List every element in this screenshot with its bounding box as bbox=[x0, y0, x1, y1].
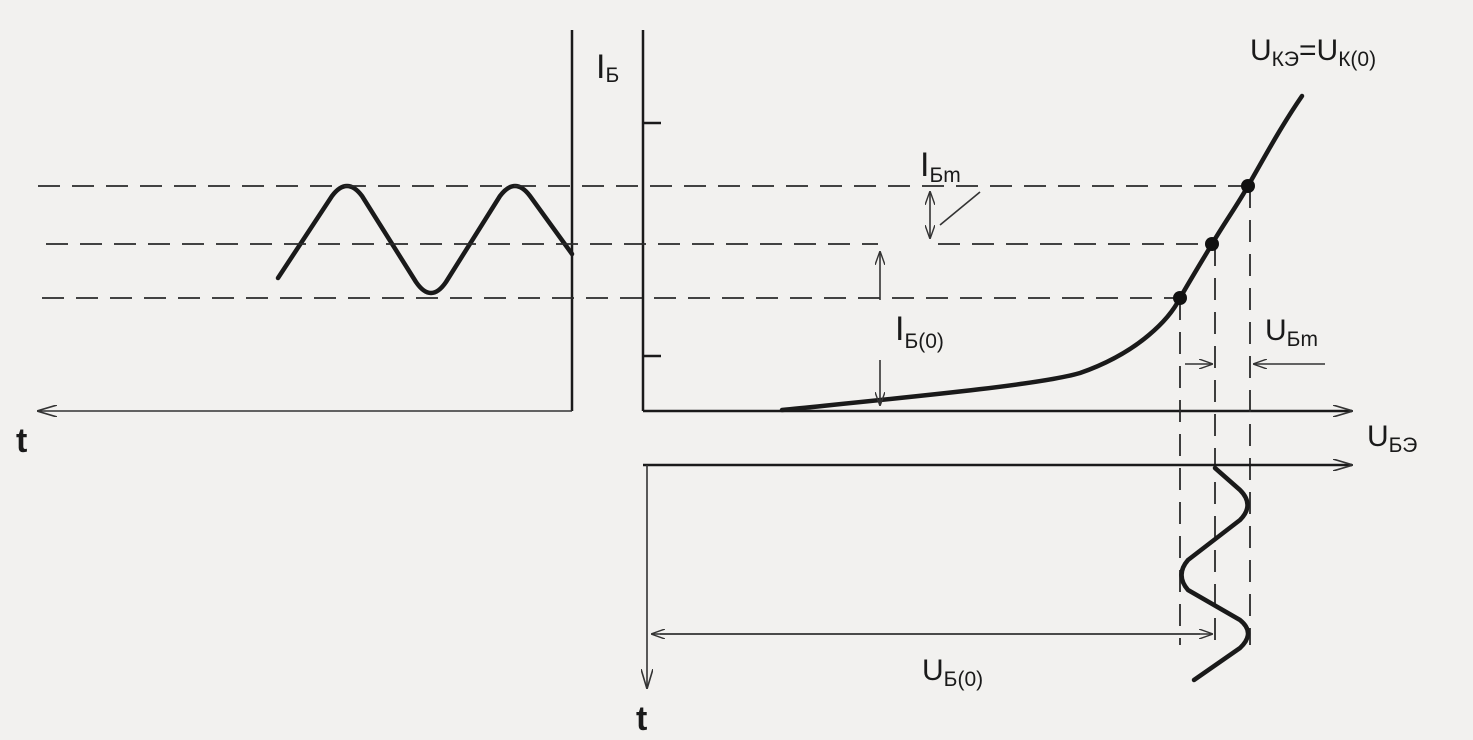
operating-point-max bbox=[1241, 179, 1255, 193]
ubm-label: UБm bbox=[1265, 314, 1318, 351]
left-time-label: t bbox=[16, 422, 27, 460]
ibm-label: IБm bbox=[920, 146, 961, 187]
bottom-time-label: t bbox=[636, 700, 647, 738]
ibm-leader-line bbox=[939, 191, 981, 226]
input-characteristic-curve bbox=[779, 93, 1305, 413]
ub0-label: UБ(0) bbox=[922, 654, 983, 691]
operating-point-min bbox=[1173, 291, 1187, 305]
ib-axis-label: IБ bbox=[596, 48, 619, 87]
base-current-sine-wave bbox=[275, 183, 575, 296]
ib0-label: IБ(0) bbox=[895, 310, 944, 353]
operating-point-quiescent bbox=[1205, 237, 1219, 251]
uke-curve-label: UКЭ=UК(0) bbox=[1250, 34, 1376, 71]
base-voltage-sine-wave bbox=[1179, 465, 1251, 683]
ube-axis-label: UБЭ bbox=[1367, 420, 1417, 457]
